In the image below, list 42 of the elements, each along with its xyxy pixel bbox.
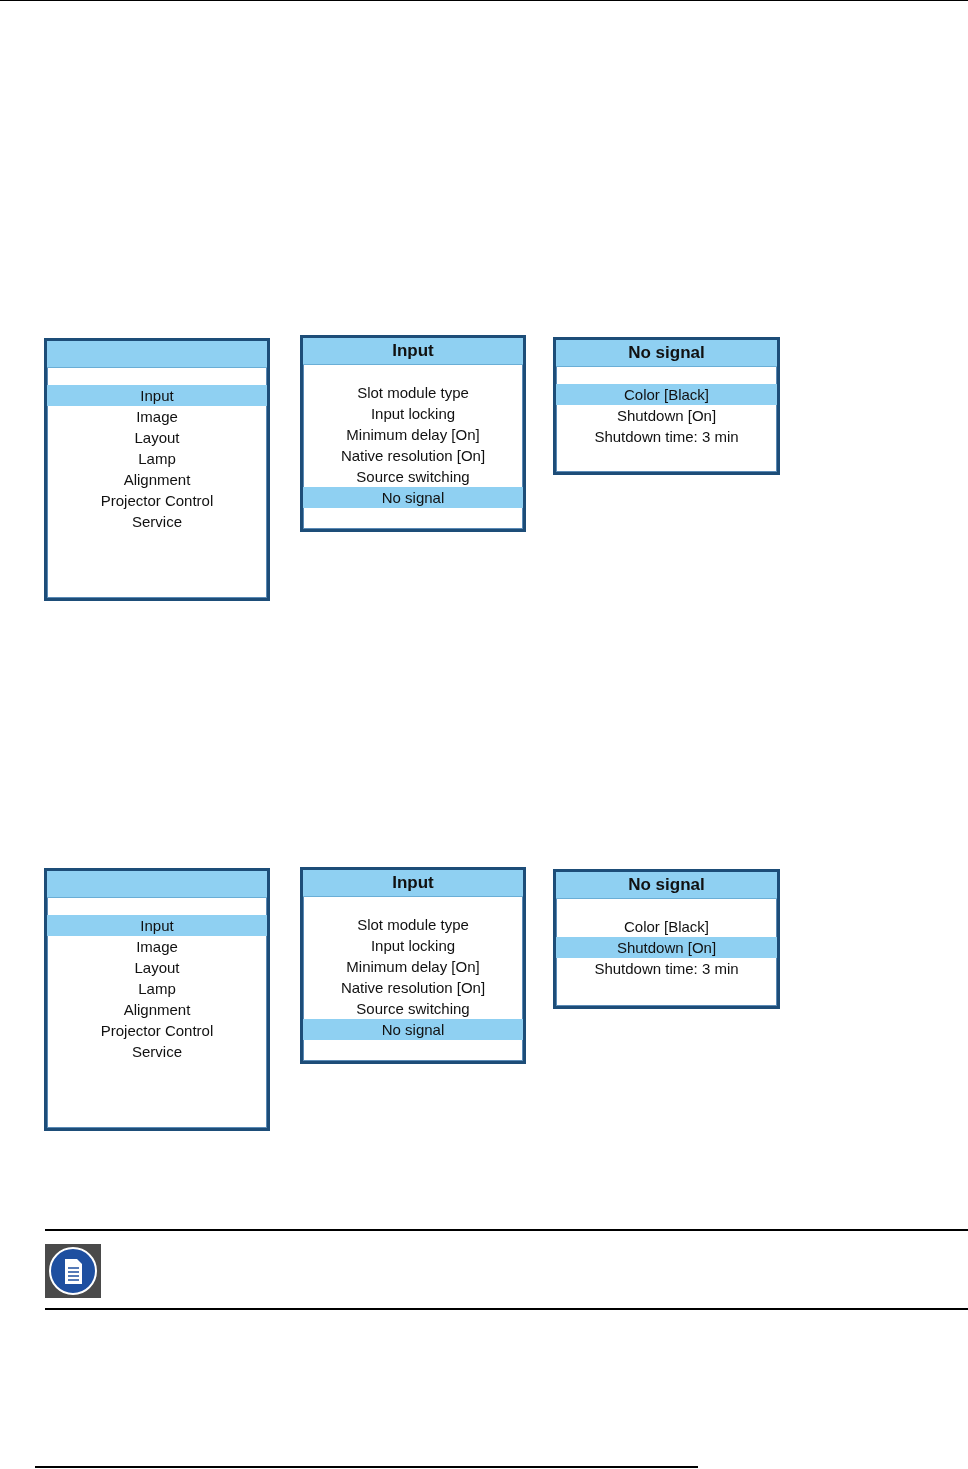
menu-panel (553, 869, 780, 1009)
menu-item: Service (131, 1042, 183, 1062)
menu-item: Color [Black] (623, 917, 710, 937)
menu-item: Slot module type (356, 383, 470, 403)
menu-header: Input (303, 870, 523, 897)
highlighted-menu-item: Input (47, 385, 267, 406)
highlighted-menu-item: No signal (303, 1019, 523, 1040)
menu-header: Input (303, 338, 523, 365)
menu-header: No signal (556, 340, 777, 367)
menu-item: Layout (133, 958, 181, 978)
menu-item: Minimum delay [On] (345, 425, 481, 445)
menu-panel (44, 338, 270, 601)
highlighted-menu-item: No signal (303, 487, 523, 508)
menu-panel (300, 867, 526, 1064)
menu-header: No signal (556, 872, 777, 899)
menu-item: Projector Control (99, 1021, 215, 1041)
menu-item: Image (135, 937, 179, 957)
menu-item: Slot module type (356, 915, 470, 935)
menu-item: Service (131, 512, 183, 532)
menu-item: Lamp (137, 979, 177, 999)
highlighted-menu-item: Input (47, 915, 267, 936)
menu-item: Minimum delay [On] (345, 957, 481, 977)
menu-item: Alignment (122, 1000, 192, 1020)
highlighted-menu-item: Color [Black] (556, 384, 777, 405)
menu-item: Shutdown time: 3 min (593, 427, 740, 447)
menu-item: Input locking (369, 936, 457, 956)
menu-item: Lamp (137, 449, 177, 469)
menu-item: Alignment (122, 470, 192, 490)
menu-panel (300, 335, 526, 532)
menu-item: Input locking (369, 404, 457, 424)
menu-panel (44, 868, 270, 1131)
menu-item: Native resolution [On] (339, 446, 487, 466)
menu-item: Source switching (355, 467, 471, 487)
menu-item: Image (135, 407, 179, 427)
menu-item: Layout (133, 428, 181, 448)
menu-item: Source switching (355, 999, 471, 1019)
menu-item: Native resolution [On] (339, 978, 487, 998)
menu-item: Projector Control (99, 491, 215, 511)
highlighted-menu-item: Shutdown [On] (556, 937, 777, 958)
menu-item: Shutdown time: 3 min (593, 959, 740, 979)
menu-item: Shutdown [On] (615, 406, 718, 426)
menu-panel (553, 337, 780, 475)
